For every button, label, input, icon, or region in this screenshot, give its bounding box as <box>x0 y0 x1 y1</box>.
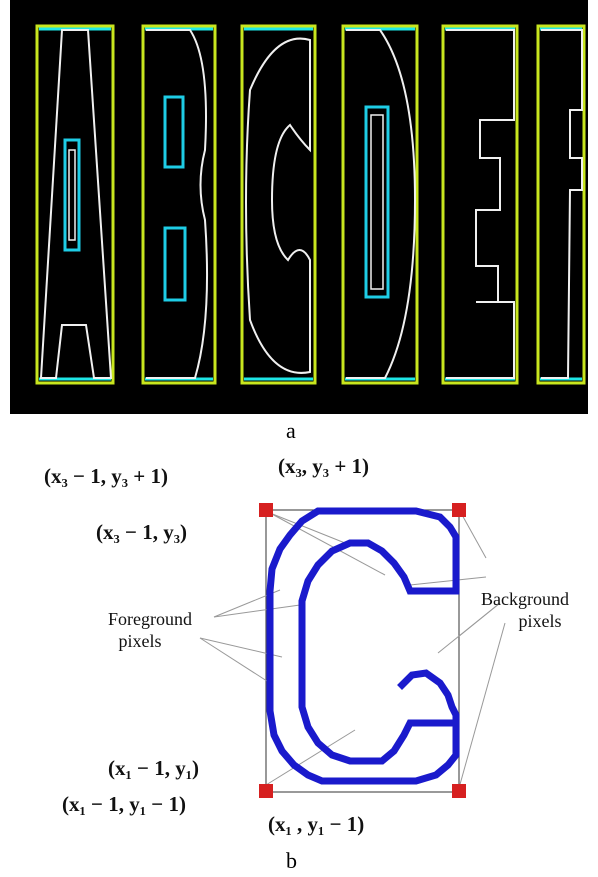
leader-top-left-2 <box>269 512 386 576</box>
bbox-letter-b <box>141 24 217 385</box>
leader-bg-5 <box>458 622 506 789</box>
leader-bottom-left <box>265 729 356 786</box>
label-top-center: (x₃, y₃ + 1) <box>278 454 370 478</box>
label-bottom-center: (x₁ , y₁ − 1) <box>268 812 365 836</box>
letter-contours-image <box>10 0 588 414</box>
bbox-letter-f <box>536 24 586 385</box>
label-bottom-left-inner: (x₁ − 1, y₁) <box>108 756 200 780</box>
letter-c-group <box>240 24 317 385</box>
image-background <box>10 0 588 414</box>
letter-c-foreground-pixels <box>266 507 460 785</box>
hole-letter-d <box>364 105 390 299</box>
contour-letter-b <box>146 29 209 379</box>
letter-f-group <box>536 24 586 385</box>
contour-letter-f <box>541 29 583 379</box>
corner-pixel-bottom-right <box>452 784 466 798</box>
hole-letter-a <box>63 138 81 252</box>
contour-letter-d <box>346 29 417 379</box>
leader-lines <box>199 512 506 789</box>
corner-pixel-top-right <box>452 503 466 517</box>
leader-fg-4 <box>199 637 271 684</box>
foreground-pixels-label: Foreground pixels <box>80 608 220 652</box>
inner-contour-c <box>266 507 460 785</box>
leader-bg-1 <box>460 512 487 559</box>
letter-e-group <box>441 24 519 385</box>
leader-fg-1 <box>213 604 301 618</box>
label-bottom-left-outer: (x₁ − 1, y₁ − 1) <box>62 792 187 816</box>
bbox-letter-d <box>341 24 419 385</box>
leader-bg-2 <box>409 576 487 586</box>
hole-inner-a <box>68 149 76 241</box>
letter-d-group <box>341 24 419 385</box>
bbox-letter-a <box>35 24 115 385</box>
hole-bottom-letter-b <box>163 226 187 302</box>
hole-top-letter-b <box>163 95 185 169</box>
contour-letter-c <box>245 37 311 374</box>
foreground-label-line1: Foreground <box>108 609 192 629</box>
pixel-letter-diagram <box>199 503 506 798</box>
corner-pixel-top-left <box>259 503 273 517</box>
caption-b: b <box>286 848 297 873</box>
letter-bounding-box <box>265 509 460 793</box>
background-label-line1: Background <box>481 589 569 609</box>
foreground-label-line2: pixels <box>118 631 162 651</box>
label-top-left-outer: (x₃ − 1, y₃ + 1) <box>44 464 169 488</box>
letter-b-group <box>141 24 217 385</box>
label-top-left-inner: (x₃ − 1, y₃) <box>96 520 188 544</box>
outer-contour-c <box>298 539 460 765</box>
bbox-letter-c <box>240 24 317 385</box>
hole-inner-d <box>370 114 384 290</box>
contour-letter-e <box>446 29 515 379</box>
background-pixels-label: Background pixels <box>460 588 590 632</box>
leader-bg-4 <box>437 602 501 654</box>
corner-pixels <box>259 503 466 798</box>
bbox-letter-e <box>441 24 519 385</box>
leader-top-left <box>269 512 346 544</box>
letter-a-group <box>35 24 115 385</box>
corner-pixel-bottom-left <box>259 784 273 798</box>
contour-letter-a <box>39 29 113 379</box>
background-label-line2: pixels <box>518 611 562 631</box>
caption-a: a <box>286 418 296 443</box>
